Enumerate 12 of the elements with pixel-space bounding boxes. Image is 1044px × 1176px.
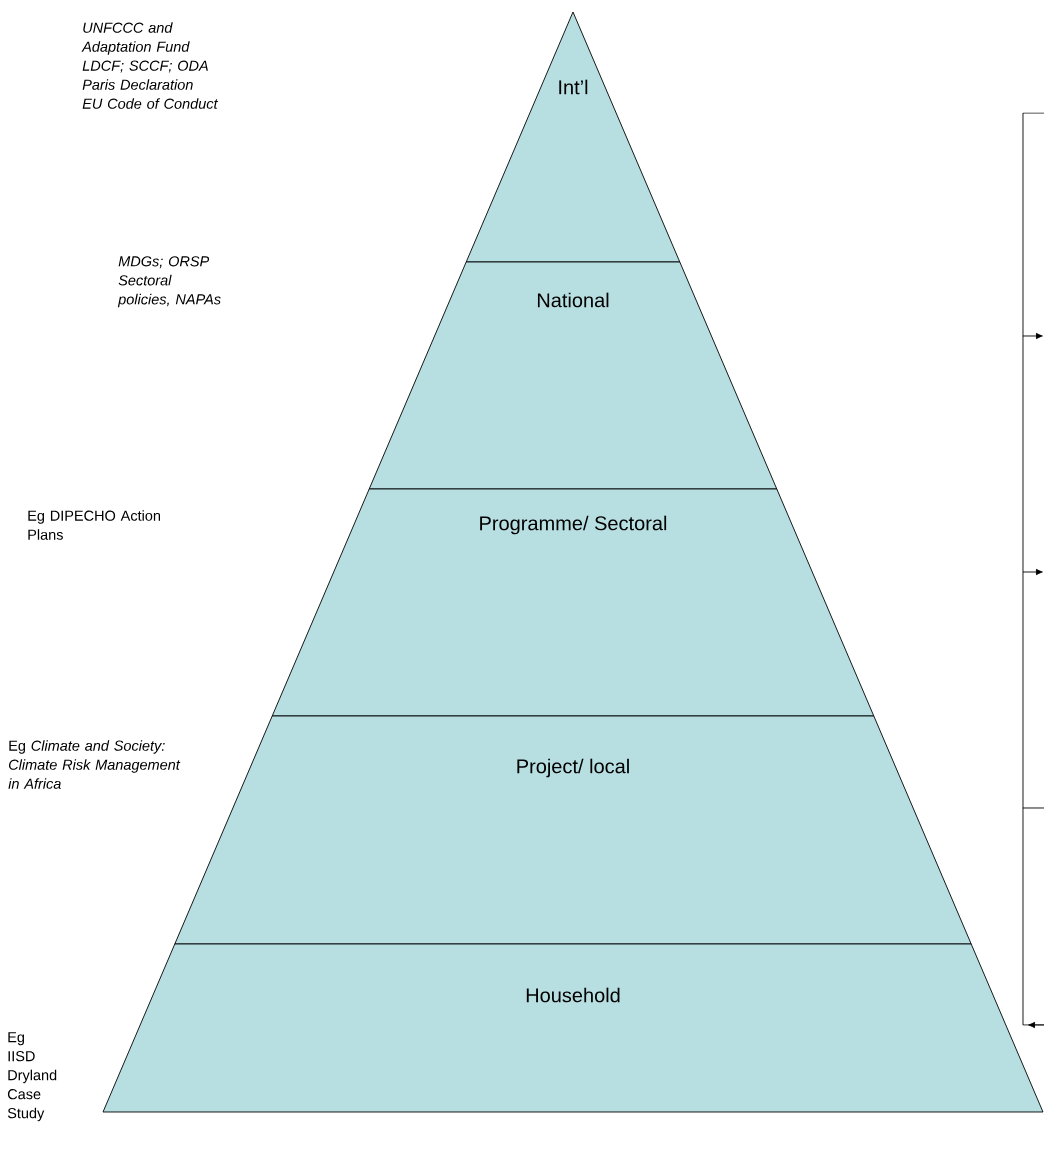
pyramid-band: National (368, 261, 778, 490)
label: LDCF; SCCF; ODA (82, 60, 208, 73)
pyramid-band: Household (102, 943, 1044, 1113)
side-note: MDGs; ORSP Sectoral policies, NAPAs (117, 256, 221, 308)
label: Paris Declaration (82, 79, 193, 90)
label: EU Code of Conduct (82, 98, 219, 109)
pyramid-band: Int’l (465, 11, 681, 263)
side-note: Eg DIPECHO Action Plans (28, 510, 160, 540)
pyramid-band: Programme/ Sectoral (271, 488, 875, 717)
side-note: UNFCCC and Adaptation Fund LDCF; SCCF; ODA Paris Declaration EU Code of Conduct (81, 22, 219, 109)
label: UNFCCC and Adaptation Fund (81, 22, 190, 55)
side-note: Eg IISD Dryland Case Study (7, 1032, 57, 1122)
